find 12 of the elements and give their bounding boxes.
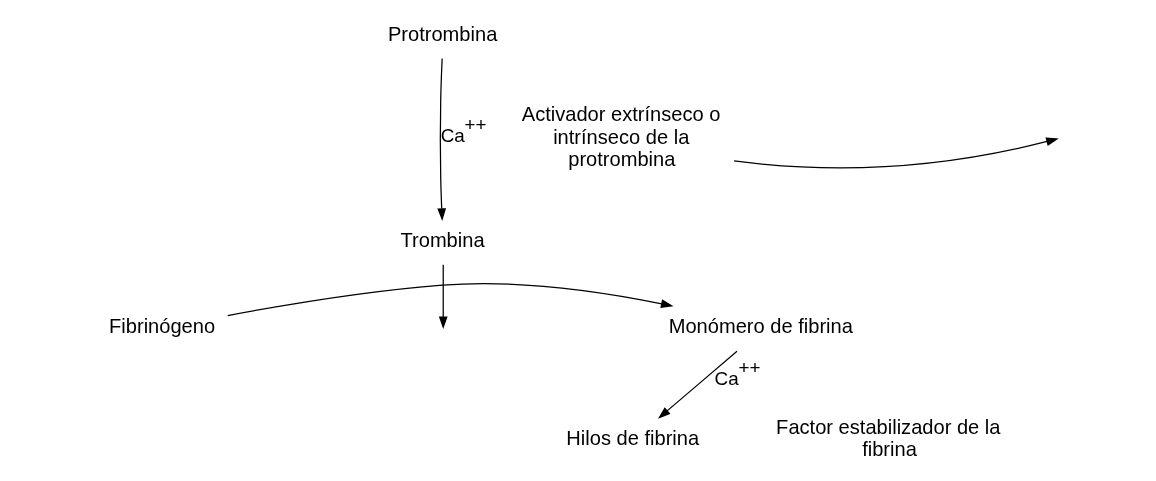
- node-text: Trombina: [400, 228, 485, 251]
- node-text: Activador extrínseco o intrínseco de la protrombina: [521, 102, 720, 171]
- node-text: Protrombina: [387, 22, 497, 45]
- label: Factor estabilizador de la fibrina: [775, 415, 1000, 461]
- node-text: Fibrinógeno: [108, 315, 215, 338]
- arrow: [657, 350, 738, 419]
- node-text: Monómero de fibrina: [668, 315, 853, 338]
- arrow: [226, 283, 674, 317]
- node-text: Hilos de fibrina: [565, 427, 699, 450]
- arrow: [732, 137, 1059, 169]
- arrow: [438, 264, 448, 329]
- arrow: [436, 57, 446, 221]
